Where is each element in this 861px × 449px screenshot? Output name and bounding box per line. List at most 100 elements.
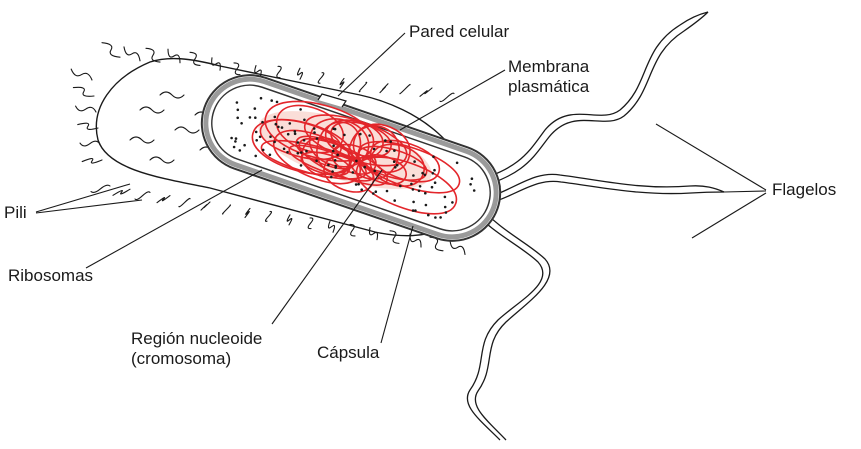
- ribosome-dot: [313, 131, 316, 134]
- ribosome-dot: [269, 135, 272, 138]
- pilus: [318, 73, 324, 83]
- ribosome-dot: [277, 126, 280, 129]
- label-membrana-line2: plasmática: [508, 77, 589, 97]
- pilus: [157, 196, 170, 203]
- ribosome-dot: [399, 185, 402, 188]
- ribosome-dot: [234, 140, 237, 143]
- pilus: [160, 92, 184, 98]
- label-membrana-plasmatica: Membrana plasmática: [508, 57, 589, 97]
- pilus: [380, 84, 388, 93]
- label-region-nucleoide: Región nucleoide (cromosoma): [131, 329, 262, 369]
- ribosome-dot: [315, 160, 318, 163]
- ribosome-dot: [425, 204, 428, 207]
- ribosome-dot: [432, 155, 435, 158]
- pilus: [80, 141, 100, 146]
- ribosome-dot: [230, 137, 233, 140]
- ribosome-dot: [410, 183, 413, 186]
- pilus: [328, 221, 334, 232]
- pilus: [113, 189, 130, 195]
- ribosome-dot: [336, 154, 339, 157]
- leader-pili-2: [36, 200, 142, 213]
- ribosome-dot: [393, 199, 396, 202]
- ribosome-dot: [332, 144, 335, 147]
- pilus: [420, 88, 432, 96]
- ribosome-dot: [276, 101, 279, 104]
- ribosome-dot: [262, 149, 265, 152]
- ribosome-dot: [300, 164, 303, 167]
- ribosome-dot: [243, 144, 246, 147]
- ribosome-dot: [299, 108, 302, 111]
- label-region-line2: (cromosoma): [131, 349, 262, 369]
- pilus: [369, 228, 377, 240]
- ribosome-dot: [360, 188, 363, 191]
- leader-ribosomas: [86, 170, 262, 268]
- ribosome-dot: [275, 123, 278, 126]
- leader-membrana: [400, 70, 505, 130]
- ribosome-dot: [373, 148, 376, 151]
- ribosome-dot: [431, 186, 434, 189]
- pilus: [150, 157, 174, 163]
- ribosome-dot: [297, 141, 300, 144]
- ribosome-dot: [386, 190, 389, 193]
- leader-flagelos-3: [692, 193, 766, 238]
- pilus: [390, 231, 399, 244]
- ribosome-dot: [334, 165, 337, 168]
- ribosome-dot: [412, 201, 415, 204]
- ribosome-dot: [274, 116, 277, 119]
- leader-pared-celular: [338, 33, 405, 96]
- ribosome-dot: [254, 116, 257, 119]
- ribosome-dot: [434, 216, 437, 219]
- ribosome-dot: [255, 139, 258, 142]
- ribosome-dot: [297, 152, 300, 155]
- ribosome-dot: [334, 159, 337, 162]
- ribosome-dot: [393, 160, 396, 163]
- flagellum-middle-inner: [476, 181, 724, 206]
- pilus: [76, 106, 96, 112]
- label-pared-celular: Pared celular: [409, 22, 509, 42]
- ribosome-dot: [294, 133, 297, 136]
- ribosome-dot: [424, 192, 427, 195]
- ribosome-dot: [289, 122, 292, 125]
- ribosome-dot: [260, 97, 263, 100]
- label-capsula: Cápsula: [317, 343, 379, 363]
- ribosome-dot: [413, 160, 416, 163]
- flagella: [467, 12, 724, 440]
- ribosome-dot: [303, 119, 306, 122]
- ribosome-dot: [357, 183, 360, 186]
- ribosome-dot: [418, 190, 421, 193]
- pilus: [287, 215, 292, 225]
- ribosome-dot: [237, 109, 240, 112]
- ribosome-dot: [393, 149, 396, 152]
- flagellum-bottom: [467, 208, 543, 440]
- pilus: [124, 47, 140, 61]
- ribosome-dot: [372, 192, 375, 195]
- ribosome-dot: [283, 148, 286, 151]
- pilus: [340, 78, 344, 88]
- pilus: [265, 211, 271, 221]
- pilus: [140, 107, 164, 113]
- ribosome-dot: [412, 174, 415, 177]
- ribosome-dot: [300, 151, 303, 154]
- ribosome-dot: [273, 141, 276, 144]
- ribosome-dot: [359, 133, 362, 136]
- ribosome-dot: [355, 160, 358, 163]
- pilus: [359, 82, 367, 91]
- ribosome-dot: [385, 150, 388, 153]
- ribosome-dot: [396, 164, 399, 167]
- ribosome-dot: [249, 116, 252, 119]
- ribosome-dot: [439, 216, 442, 219]
- ribosome-dot: [368, 134, 371, 137]
- ribosome-dot: [434, 181, 437, 184]
- ribosome-dot: [444, 206, 447, 209]
- ribosome-dot: [432, 172, 435, 175]
- pilus: [450, 240, 465, 254]
- ribosome-dot: [239, 149, 242, 152]
- ribosome-dot: [444, 196, 447, 199]
- label-pili: Pili: [4, 203, 27, 223]
- ribosome-dot: [254, 155, 257, 158]
- ribosome-dot: [236, 101, 239, 104]
- leader-pili-1: [36, 184, 130, 212]
- ribosome-dot: [331, 170, 334, 173]
- pilus: [82, 159, 102, 164]
